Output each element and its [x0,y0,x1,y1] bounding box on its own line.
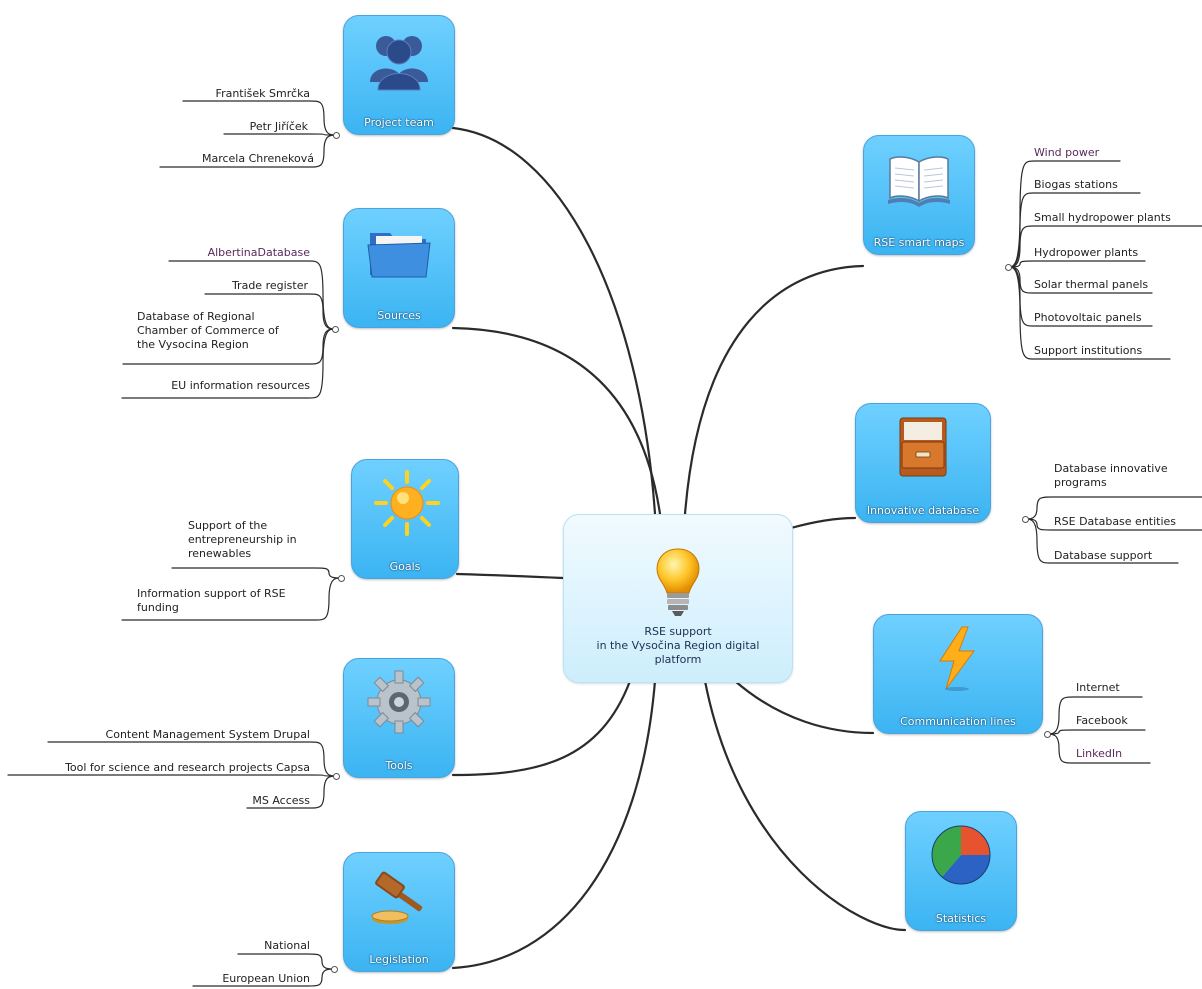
topic-legislation-label: Legislation [369,953,429,966]
leaf-biogas-stations[interactable]: Biogas stations [1034,178,1118,191]
leaf-facebook[interactable]: Facebook [1076,714,1128,727]
gear-icon [367,670,431,734]
leaf-line-sources-1 [204,293,336,330]
topic-rse-smart-maps[interactable]: RSE smart maps [863,135,975,255]
topic-communication-lines[interactable]: Communication lines [873,614,1043,734]
leaf-hydropower-plants[interactable]: Hydropower plants [1034,246,1139,259]
leaf-line-legislation-0 [237,953,335,970]
collapse-toggle-innovative-database[interactable] [1022,516,1029,523]
leaf-support-institutions[interactable]: Support institutions [1034,344,1143,357]
leaf-internet[interactable]: Internet [1076,681,1120,694]
leaf-photovoltaic-panels[interactable]: Photovoltaic panels [1034,311,1142,324]
leaf-rse-database-entities[interactable]: RSE Database entities [1054,515,1177,528]
topic-sources[interactable]: Sources [343,208,455,328]
pie-chart-icon [931,825,991,885]
leaf-cms-drupal[interactable]: Content Management System Drupal [105,728,310,741]
topic-legislation[interactable]: Legislation [343,852,455,972]
branch-line-statistics [703,679,907,932]
leaf-frantisek-smrcka[interactable]: František Smrčka [215,87,310,100]
leaf-line-goals-0 [171,567,342,579]
leaf-wind-power[interactable]: Wind power [1034,146,1100,159]
leaf-line-rse-smart-maps-6 [1007,266,1171,360]
branch-line-legislation [451,679,657,970]
branch-line-goals [455,572,565,580]
leaf-national[interactable]: National [264,939,310,952]
leaf-line-tools-2 [246,775,337,809]
leaf-line-communication-lines-1 [1046,729,1146,735]
topic-rse-smart-maps-label: RSE smart maps [873,236,965,249]
topic-sources-label: Sources [377,309,421,322]
leaf-trade-register[interactable]: Trade register [231,279,308,292]
collapse-toggle-rse-smart-maps[interactable] [1005,264,1012,271]
central-topic-title: RSE support in the Vysočina Region digit… [596,625,760,666]
topic-innovative-database-label: Innovative database [866,504,980,517]
leaf-information-support-funding[interactable]: Information support of RSE funding [137,587,286,614]
leaf-database-innovative-programs[interactable]: Database innovative programs [1054,462,1168,489]
gavel-icon [371,871,423,924]
topic-communication-lines-label: Communication lines [900,715,1016,728]
leaf-eu-information-resources[interactable]: EU information resources [171,379,310,392]
topic-tools-label: Tools [385,759,413,772]
collapse-toggle-tools[interactable] [333,773,340,780]
collapse-toggle-goals[interactable] [338,575,345,582]
leaf-regional-chamber-db[interactable]: Database of Regional Chamber of Commerce… [137,310,279,351]
leaf-line-communication-lines-2 [1046,733,1151,764]
leaf-line-project-team-1 [223,133,337,136]
topic-statistics[interactable]: Statistics [905,811,1017,931]
branch-line-rse-smart-maps [683,264,865,516]
topic-statistics-label: Statistics [935,912,987,925]
leaf-capsa-tool[interactable]: Tool for science and research projects C… [65,761,310,774]
leaf-solar-thermal-panels[interactable]: Solar thermal panels [1034,278,1149,291]
topic-goals-label: Goals [389,560,421,573]
branch-line-communication-lines [733,679,875,735]
book-icon [888,156,950,207]
collapse-toggle-sources[interactable] [332,326,339,333]
branch-line-tools [451,679,632,777]
leaf-albertina-database[interactable]: AlbertinaDatabase [207,246,310,259]
branch-line-sources [451,326,662,516]
leaf-small-hydropower-plants[interactable]: Small hydropower plants [1034,211,1171,224]
sun-icon [374,470,440,536]
leaf-european-union[interactable]: European Union [222,972,310,985]
lightning-icon [939,626,975,691]
leaf-ms-access[interactable]: MS Access [252,794,310,807]
lightbulb-icon [656,548,700,616]
leaf-database-support[interactable]: Database support [1054,549,1153,562]
leaf-linkedin[interactable]: LinkedIn [1076,747,1123,760]
branch-line-project-team [451,126,657,516]
leaf-line-innovative-database-2 [1024,518,1179,564]
collapse-toggle-communication-lines[interactable] [1044,731,1051,738]
branch-line-innovative-database [789,516,857,530]
topic-tools[interactable]: Tools [343,658,455,778]
central-topic[interactable]: RSE support in the Vysočina Region digit… [563,514,793,683]
collapse-toggle-legislation[interactable] [331,966,338,973]
topic-project-team[interactable]: Project team [343,15,455,135]
leaf-line-goals-1 [121,577,342,621]
leaf-line-legislation-1 [192,968,335,987]
leaf-line-tools-1 [7,774,337,777]
leaf-line-rse-smart-maps-3 [1007,260,1146,268]
leaf-marcela-chrenekova[interactable]: Marcela Chreneková [201,152,314,165]
collapse-toggle-project-team[interactable] [333,132,340,139]
leaf-line-project-team-2 [159,134,337,168]
topic-innovative-database[interactable]: Innovative database [855,403,991,523]
leaf-support-entrepreneurship[interactable]: Support of the entrepreneurship in renew… [188,519,297,560]
leaf-petr-jiricek[interactable]: Petr Jiříček [249,120,308,133]
folder-icon [367,233,431,278]
people-icon [370,36,428,91]
cabinet-icon [899,417,947,477]
leaf-line-sources-3 [121,328,336,399]
topic-goals[interactable]: Goals [351,459,459,579]
topic-project-team-label: Project team [364,116,434,129]
